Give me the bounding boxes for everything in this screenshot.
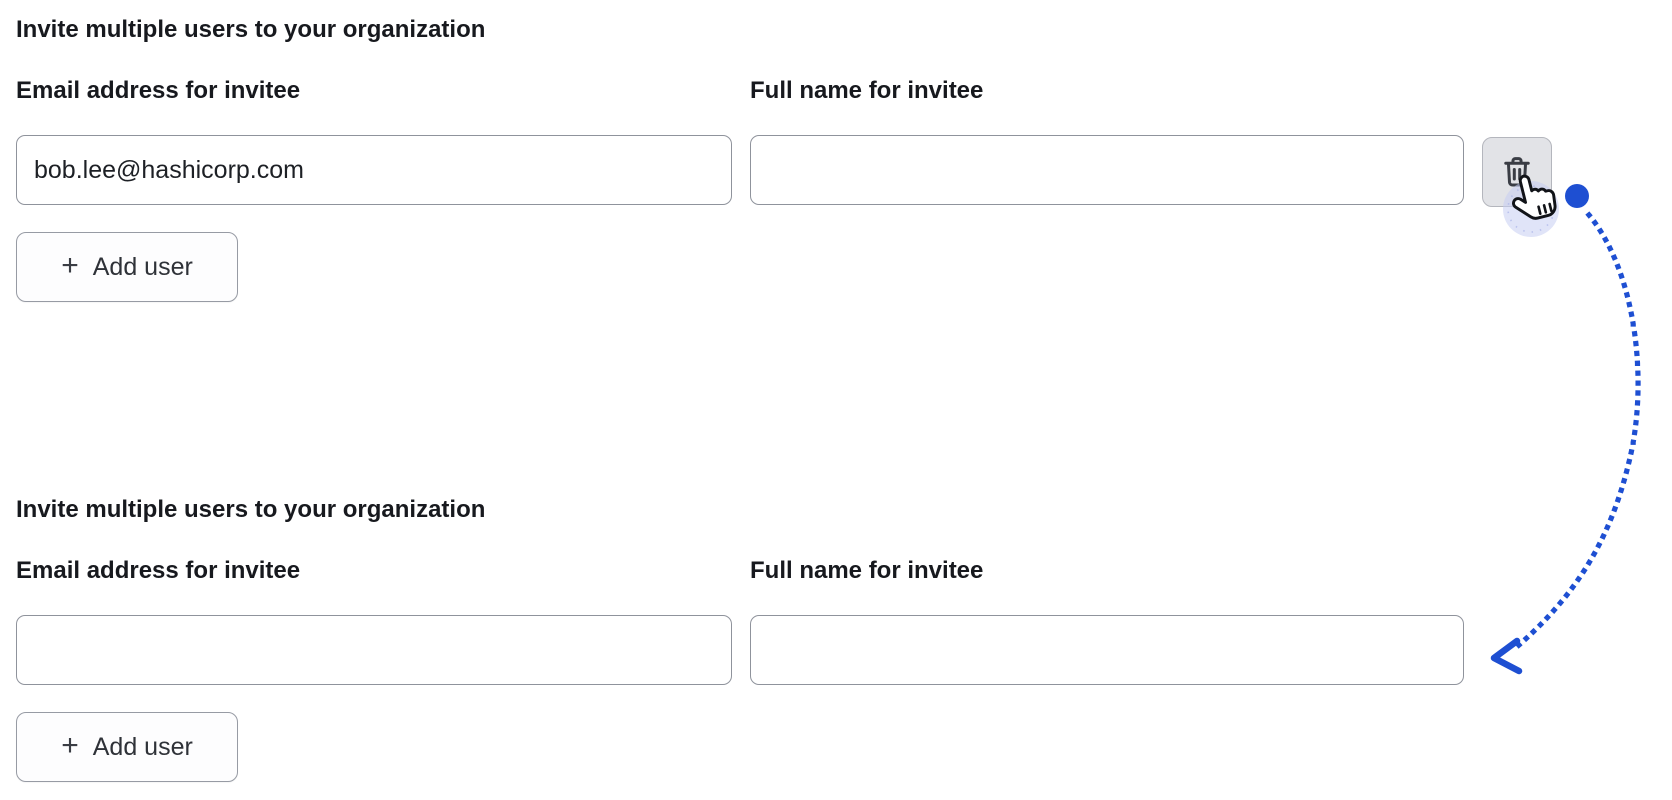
- section1-name-label: Full name for invitee: [750, 77, 984, 104]
- section2-email-input[interactable]: [16, 615, 732, 685]
- section1-add-user-button[interactable]: + Add user: [16, 232, 238, 302]
- delete-row-button[interactable]: [1482, 137, 1552, 207]
- section2-fullname-input[interactable]: [750, 615, 1464, 685]
- section2-heading: Invite multiple users to your organizati…: [16, 496, 486, 523]
- plus-icon: +: [61, 249, 79, 282]
- section2-name-label: Full name for invitee: [750, 557, 984, 584]
- plus-icon: +: [61, 729, 79, 762]
- section1-fullname-input[interactable]: [750, 135, 1464, 205]
- add-user-label: Add user: [92, 252, 193, 281]
- dotted-arrow-curve: [1508, 211, 1641, 655]
- section1-email-label: Email address for invitee: [16, 77, 301, 104]
- section2-add-user-button[interactable]: + Add user: [16, 712, 238, 782]
- section1-heading: Invite multiple users to your organizati…: [16, 16, 486, 43]
- add-user-label: Add user: [92, 732, 193, 761]
- arrowhead: [1490, 637, 1523, 675]
- arrow-start-dot: [1565, 184, 1589, 208]
- section2-email-label: Email address for invitee: [16, 557, 301, 584]
- trash-icon: [1499, 154, 1535, 190]
- section1-email-input[interactable]: [16, 135, 732, 205]
